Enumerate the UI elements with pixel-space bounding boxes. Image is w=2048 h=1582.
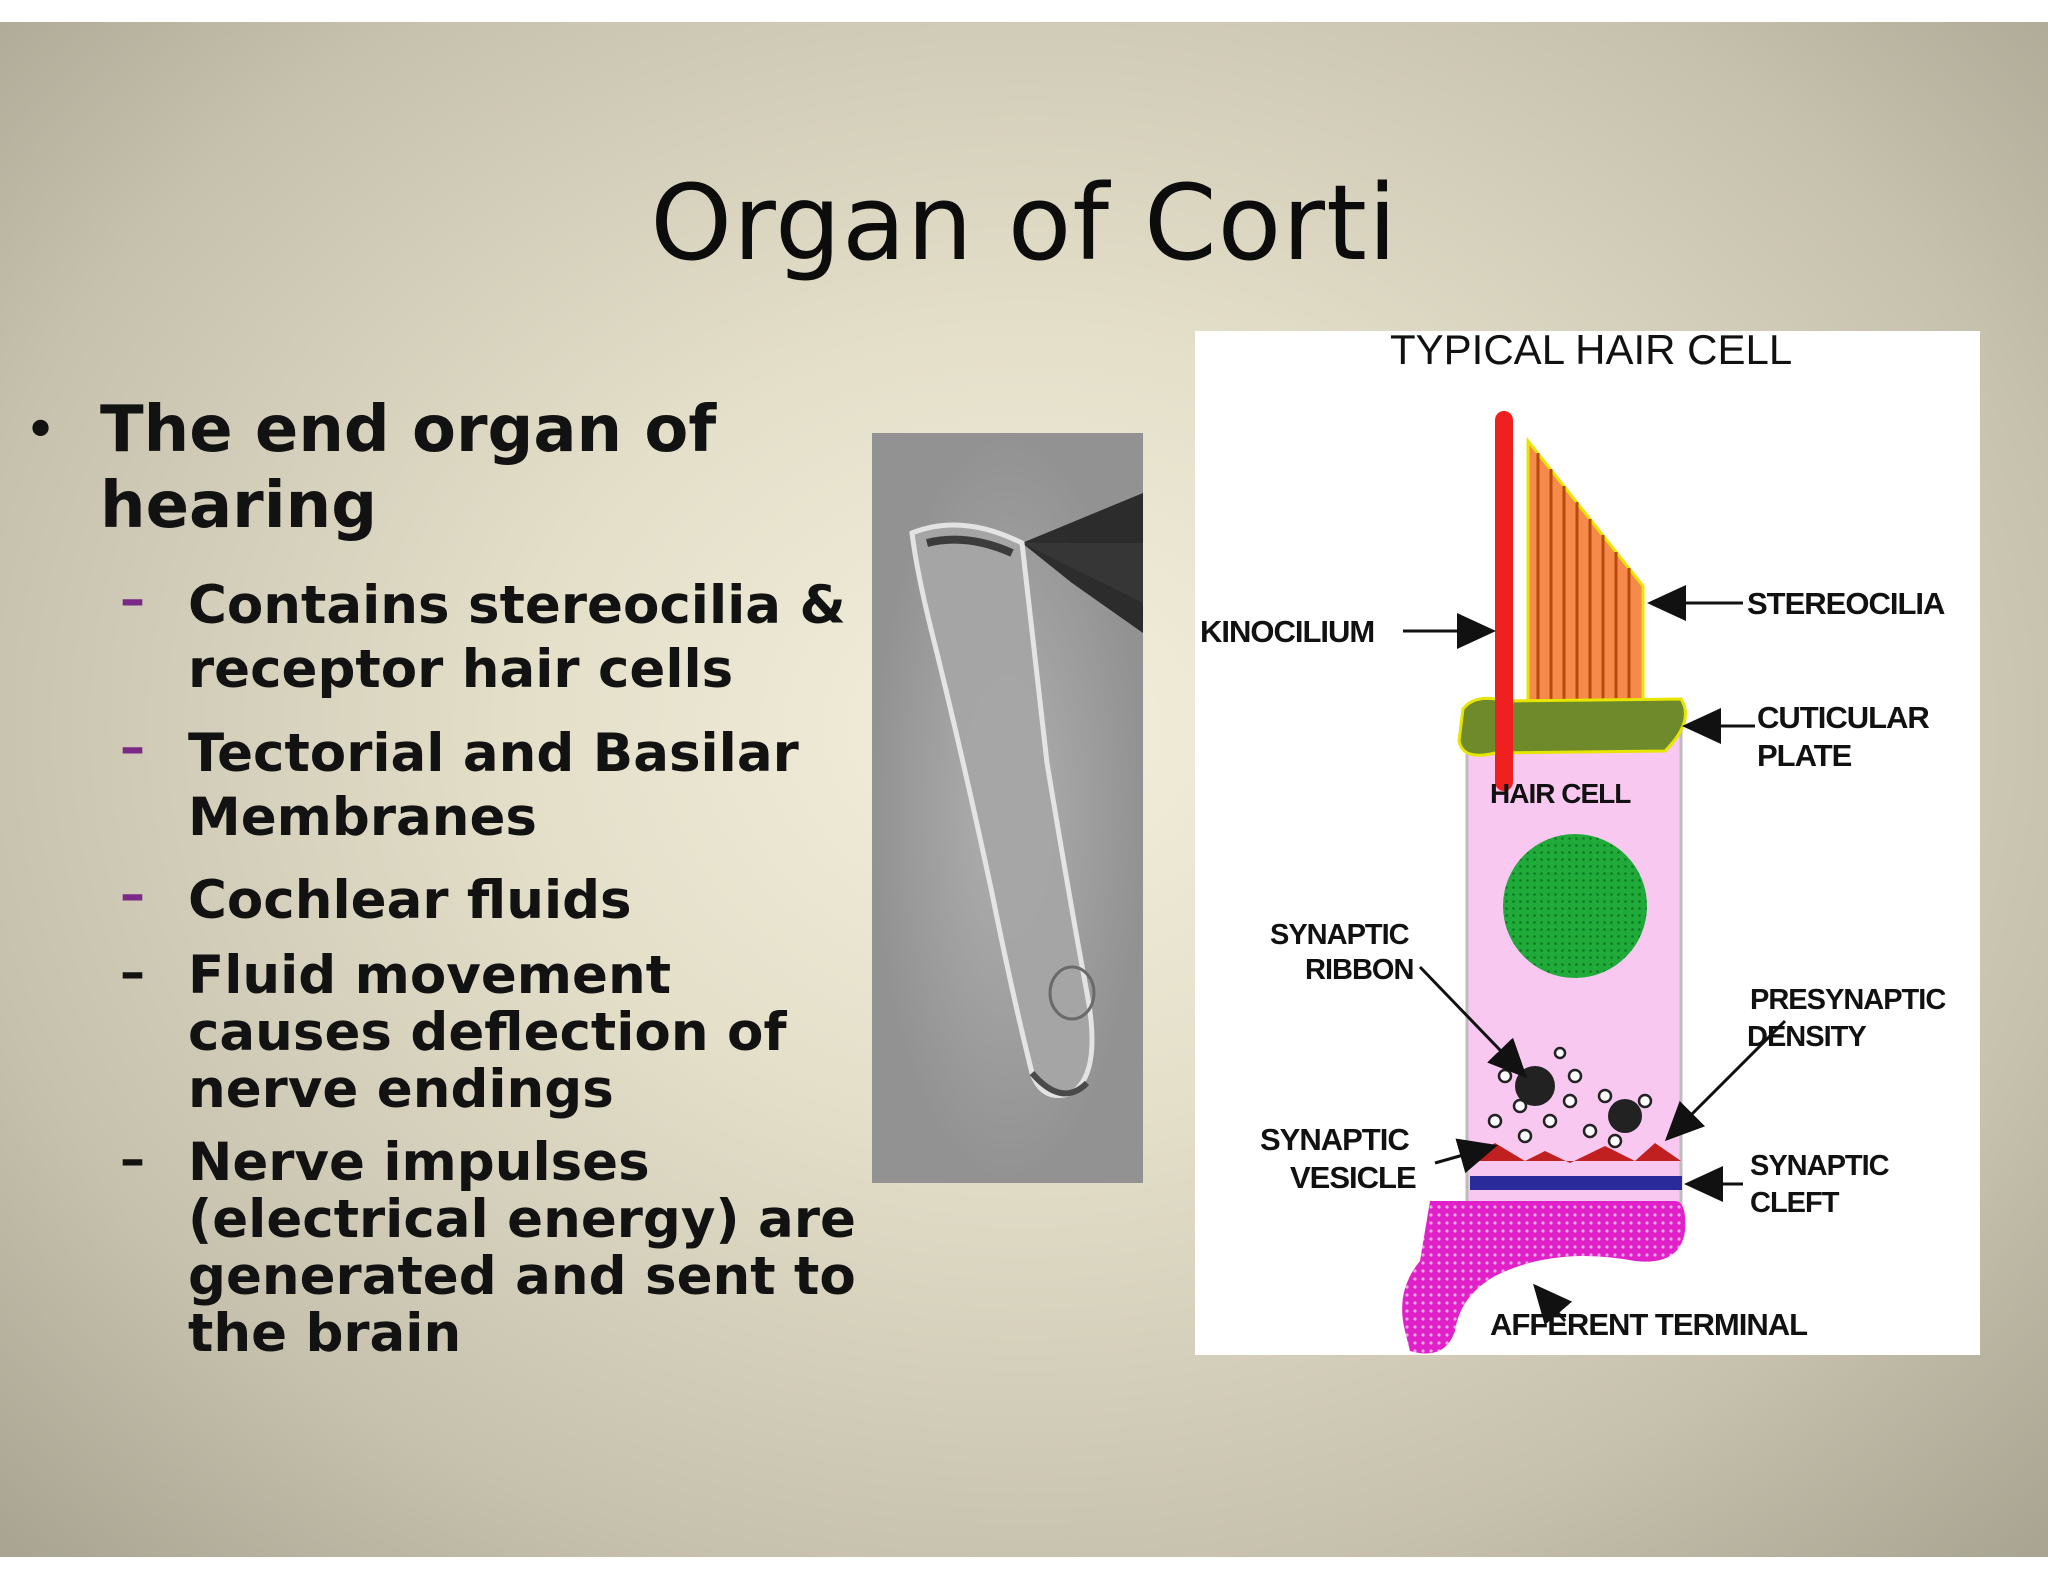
label-cuticular-plate: PLATE xyxy=(1757,738,1852,773)
label-synaptic-vesicle: SYNAPTIC xyxy=(1260,1122,1410,1157)
label-synaptic-cleft: CLEFT xyxy=(1750,1187,1839,1219)
label-synaptic-cleft: SYNAPTIC xyxy=(1750,1150,1890,1182)
label-stereocilia: STEREOCILIA xyxy=(1747,586,1945,621)
label-cuticular-plate: CUTICULAR xyxy=(1757,700,1930,735)
bullet-marker: • xyxy=(24,398,58,463)
leader-lines xyxy=(1403,585,1787,1326)
sub-bullet-text: Contains stereocilia & receptor hair cel… xyxy=(188,575,846,700)
sub-bullet-marker: – xyxy=(120,718,145,776)
label-presynaptic-density: DENSITY xyxy=(1747,1021,1867,1053)
micrograph-drawing xyxy=(872,433,1143,1183)
synaptic-cleft xyxy=(1470,1176,1682,1190)
label-afferent-terminal: AFFERENT TERMINAL xyxy=(1490,1307,1808,1342)
label-synaptic-ribbon: SYNAPTIC xyxy=(1270,919,1410,951)
nucleus xyxy=(1503,834,1647,978)
sub-bullet-marker: – xyxy=(120,1130,145,1188)
slide-title: Organ of Corti xyxy=(650,162,1398,284)
slide: Organ of Corti • The end organ of hearin… xyxy=(0,22,2048,1557)
sub-bullet-text: Cochlear fluids xyxy=(188,870,632,931)
sub-bullet-text: Tectorial and Basilar Membranes xyxy=(188,723,799,848)
label-synaptic-vesicle: VESICLE xyxy=(1290,1160,1417,1195)
hair-cell-diagram: TYPICAL HAIR CELL KINOCILIUM STEREOCILIA… xyxy=(1195,326,1980,1355)
sub-bullet-marker: – xyxy=(120,570,145,628)
label-kinocilium: KINOCILIUM xyxy=(1200,614,1375,649)
main-bullet-text: The end organ of hearing xyxy=(100,393,717,543)
synaptic-ribbon xyxy=(1487,1046,1653,1149)
bullet-list: • The end organ of hearing – Contains st… xyxy=(0,22,880,1557)
cuticular-plate xyxy=(1457,696,1687,757)
label-hair-cell: HAIR CELL xyxy=(1490,778,1631,809)
sub-bullet-marker: – xyxy=(120,943,145,1001)
presynaptic-density xyxy=(1470,1143,1681,1163)
label-synaptic-ribbon: RIBBON xyxy=(1305,954,1414,986)
sub-bullet-text: Nerve impulses (electrical energy) are g… xyxy=(188,1132,856,1364)
hair-cell-micrograph xyxy=(872,433,1143,1183)
afferent-terminal xyxy=(1402,1201,1686,1354)
kinocilium xyxy=(1495,411,1513,791)
hair-cell-diagram-drawing xyxy=(1402,411,1787,1354)
label-presynaptic-density: PRESYNAPTIC xyxy=(1750,984,1946,1016)
sub-bullet-marker: – xyxy=(120,865,145,923)
diagram-title: TYPICAL HAIR CELL xyxy=(1390,326,1793,373)
sub-bullet-text: Fluid movement causes deflection of nerv… xyxy=(188,945,787,1120)
